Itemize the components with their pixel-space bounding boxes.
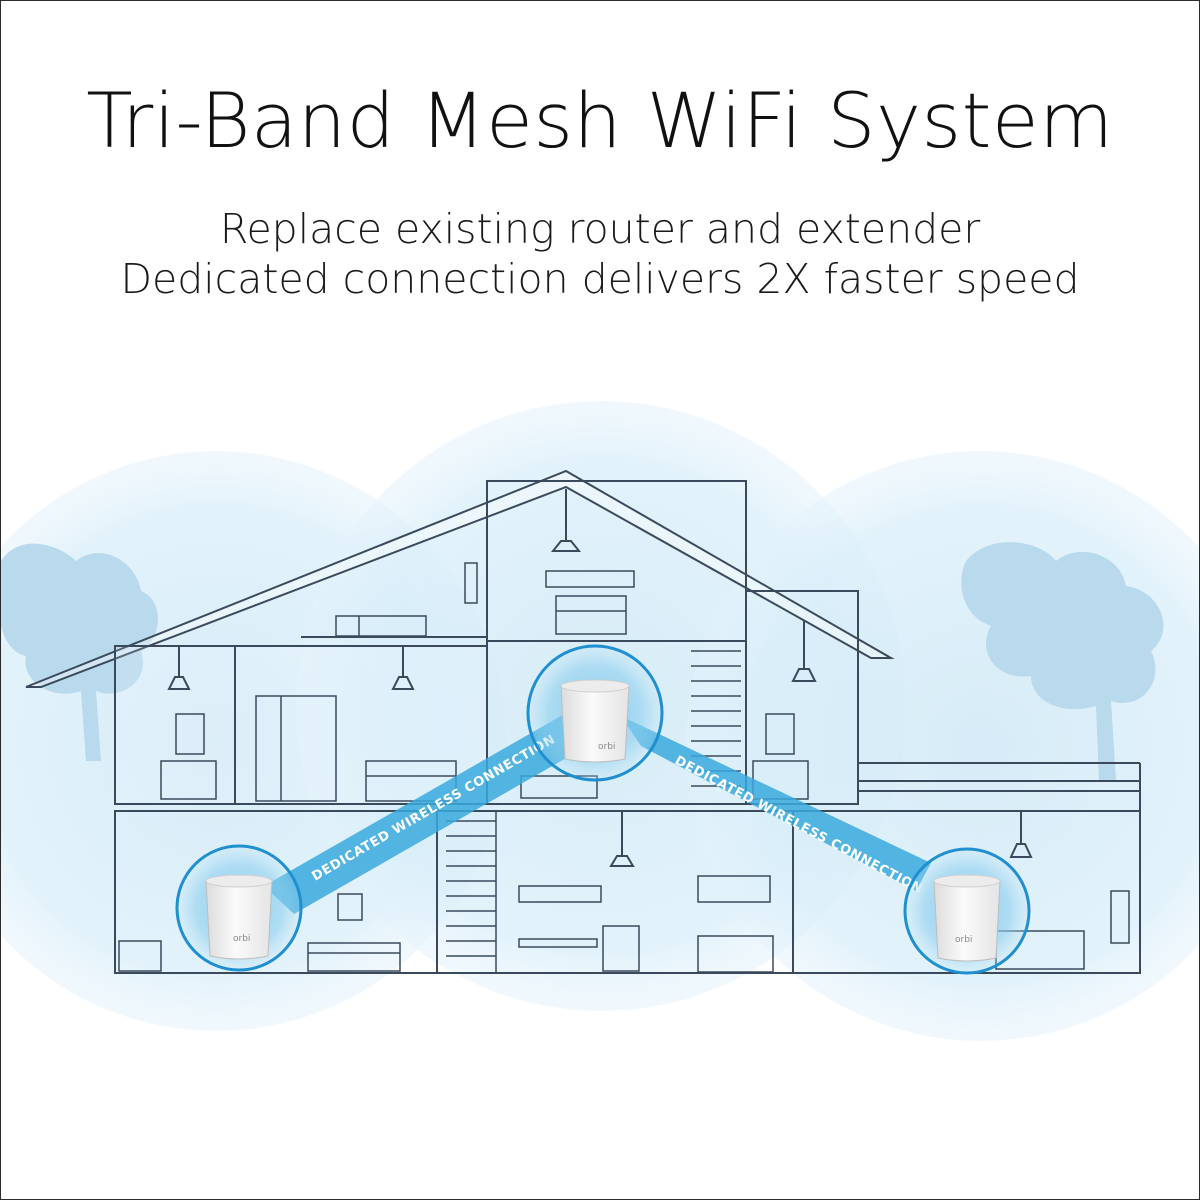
house-icon	[25, 469, 1141, 974]
brand-label-right: orbi	[955, 935, 972, 945]
router-icon	[933, 874, 1001, 962]
brand-label-center: orbi	[598, 742, 615, 752]
router-center: orbi	[526, 644, 664, 782]
subtitle-line-2: Dedicated connection delivers 2X faster …	[120, 255, 1080, 303]
tree-icon	[1, 542, 1164, 781]
router-icon	[560, 679, 630, 763]
brand-label-left: orbi	[233, 934, 250, 944]
router-icon	[205, 874, 273, 960]
headline: Tri-Band Mesh WiFi System	[86, 76, 1114, 165]
subtitle-line-1: Replace existing router and extender	[219, 205, 981, 253]
dedicated-connection-beam	[264, 713, 931, 914]
router-left: orbi	[175, 844, 303, 972]
lamp-icon	[167, 489, 1033, 867]
router-right: orbi	[903, 847, 1031, 975]
